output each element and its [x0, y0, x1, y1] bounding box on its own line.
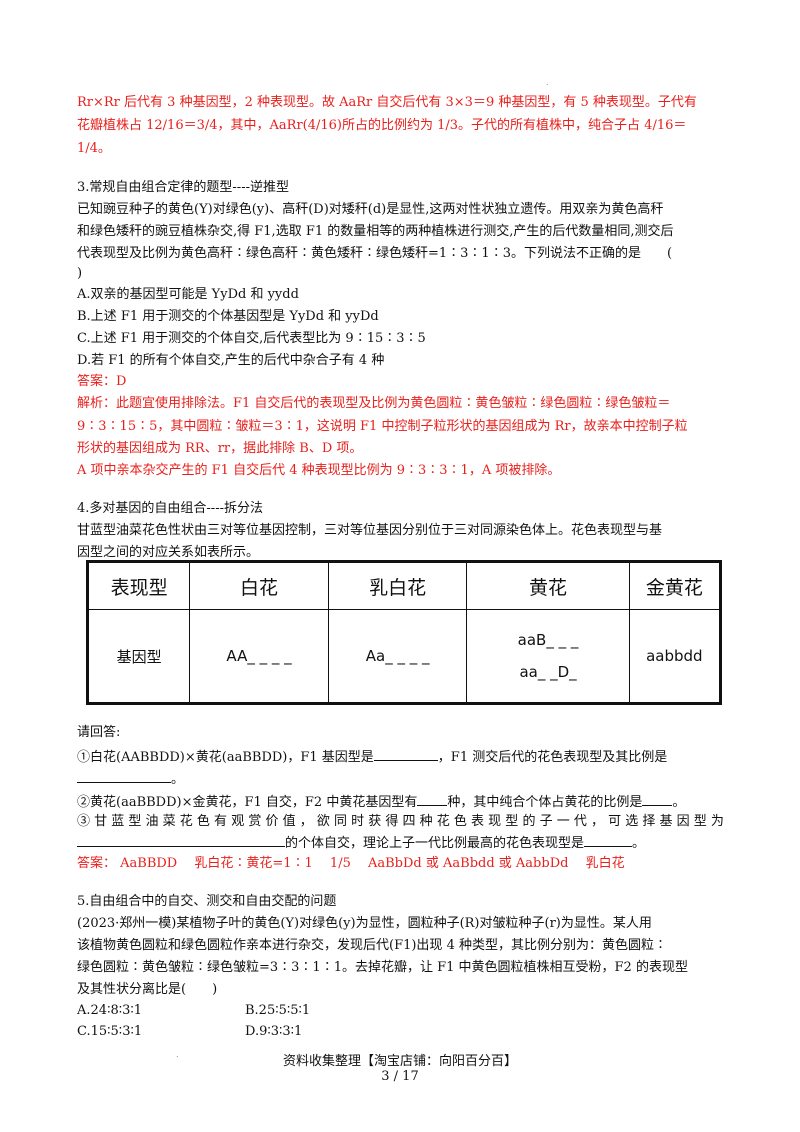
table-header-yellow: 黄花	[466, 561, 630, 610]
s3-para-4: )	[77, 266, 83, 281]
s4-q3-part-c: 。	[632, 836, 646, 851]
s3-explanation-2: 9∶3∶15∶5，其中圆粒∶皱粒＝3∶1，这说明 F1 中控制子粒形状的基因组成…	[77, 419, 688, 434]
answer-blank-3[interactable]	[417, 791, 448, 806]
page-number: 3 / 17	[381, 1069, 419, 1084]
genotype-table: 表现型 白花 乳白花 黄花 金黄花 基因型 AA_ _ _ _ Aa_ _ _ …	[86, 560, 722, 705]
stray-dot-top: .	[546, 78, 549, 87]
table-cell-golden: aabbdd	[628, 609, 722, 704]
s5-option-b: B.25∶5∶5∶1	[245, 1003, 311, 1018]
s4-para-1: 甘蓝型油菜花色性状由三对等位基因控制，三对等位基因分别位于三对同源染色体上。花色…	[77, 523, 663, 538]
answer-blank-4[interactable]	[642, 791, 673, 806]
s3-option-b: B.上述 F1 用于测交的个体基因型是 YyDd 和 yyDd	[77, 309, 379, 324]
table-cell-yellow: aaB_ _ _ aa_ _D_	[466, 609, 630, 704]
answer-blank-5[interactable]	[77, 832, 285, 847]
table-header-white: 白花	[189, 561, 329, 610]
s5-para-2: 该植物黄色圆粒和绿色圆粒作亲本进行杂交，发现后代(F1)出现 4 种类型，其比例…	[77, 938, 667, 953]
s3-explanation-3: 形状的基因组成为 RR、rr，据此排除 B、D 项。	[77, 441, 363, 456]
s4-ask: 请回答:	[77, 725, 121, 740]
s4-q2-part-c: 。	[672, 795, 686, 810]
intro-line-1: Rr×Rr 后代有 3 种基因型，2 种表现型。故 AaRr 自交后代有 3×3…	[77, 95, 697, 110]
s4-question-3: ③ 甘 蓝 型 油 菜 花 色 有 观 赏 价 值 ， 欲 同 时 获 得 四 …	[77, 814, 724, 829]
s5-para-1: (2023·郑州一模)某植物子叶的黄色(Y)对绿色(y)为显性，圆粒种子(R)对…	[77, 916, 652, 931]
s4-q3-part-b: 的个体自交，理论上子一代比例最高的花色表现型是	[285, 836, 585, 851]
s4-para-2: 因型之间的对应关系如表所示。	[77, 545, 260, 560]
table-row-genotype: 基因型 AA_ _ _ _ Aa_ _ _ _ aaB_ _ _ aa_ _D_…	[86, 609, 722, 704]
s3-option-c: C.上述 F1 用于测交的个体自交,后代表型比为 9∶15∶3∶5	[77, 331, 426, 346]
table-row-label: 基因型	[86, 609, 191, 704]
answer-blank-6[interactable]	[584, 832, 633, 847]
s3-option-d: D.若 F1 的所有个体自交,产生的后代中杂合子有 4 种	[77, 353, 385, 368]
section-3-title: 3.常规自由组合定律的题型----逆推型	[77, 180, 289, 195]
s4-question-1: ①白花(AABBDD)×黄花(aaBBDD)，F1 基因型是 ，F1 测交后代的花…	[77, 746, 667, 768]
section-5-title: 5.自由组合中的自交、测交和自由交配的问题	[77, 894, 337, 909]
s5-option-c: C.15∶5∶3∶1	[77, 1024, 143, 1039]
s5-para-4: 及其性状分离比是( )	[77, 982, 218, 997]
stray-dot-bottom: .	[176, 1050, 179, 1059]
s4-q1-part-a: ①白花(AABBDD)×黄花(aaBBDD)，F1 基因型是	[77, 750, 374, 765]
s4-question-3-cont: 的个体自交，理论上子一代比例最高的花色表现型是 。	[77, 832, 645, 854]
s3-option-a: A.双亲的基因型可能是 YyDd 和 yydd	[77, 287, 299, 302]
s5-option-a: A.24∶8∶3∶1	[77, 1003, 143, 1018]
s3-explanation-4: A 项中亲本杂交产生的 F1 自交后代 4 种表现型比例为 9∶3∶3∶1，A …	[77, 463, 561, 478]
table-header-milky: 乳白花	[327, 561, 468, 610]
table-cell-milky: Aa_ _ _ _	[327, 609, 468, 704]
s3-explanation-1: 解析：此题宜使用排除法。F1 自交后代的表现型及比例为黄色圆粒∶黄色皱粒∶绿色圆…	[77, 396, 671, 411]
s4-question-1-cont: 。	[77, 768, 184, 790]
s5-option-d: D.9∶3∶3∶1	[245, 1024, 303, 1039]
table-cell-yellow-1: aaB_ _ _	[517, 631, 579, 649]
s3-answer: 答案：D	[77, 374, 127, 389]
answer-blank-2[interactable]	[77, 768, 171, 783]
s4-q1-part-c: 。	[171, 772, 185, 787]
s5-para-3: 绿色圆粒∶黄色皱粒∶绿色皱粒=3∶3∶1∶1。去掉花瓣，让 F1 中黄色圆粒植株…	[77, 960, 688, 975]
section-4-title: 4.多对基因的自由组合----拆分法	[77, 501, 263, 516]
intro-line-2: 花瓣植株占 12/16＝3/4，其中，AaRr(4/16)所占的比例约为 1/3…	[77, 118, 687, 133]
footer-source: 资料收集整理【淘宝店铺：向阳百分百】	[282, 1054, 517, 1069]
table-header-phenotype: 表现型	[86, 561, 191, 610]
table-header-golden: 金黄花	[628, 561, 722, 610]
s4-q1-part-b: ，F1 测交后代的花色表现型及其比例是	[437, 750, 668, 765]
s3-para-2: 和绿色矮秆的豌豆植株杂交,得 F1,选取 F1 的数量相等的两种植株进行测交,产…	[77, 224, 674, 239]
table-header-row: 表现型 白花 乳白花 黄花 金黄花	[86, 561, 722, 610]
s3-para-3: 代表现型及比例为黄色高秆∶绿色高秆∶黄色矮秆∶绿色矮秆=1∶3∶1∶3。下列说法…	[77, 246, 673, 261]
table-cell-yellow-2: aa_ _D_	[519, 663, 577, 681]
s4-answer: 答案： AaBBDD 乳白花∶黄花=1∶1 1/5 AaBbDd 或 AaBbd…	[77, 856, 625, 871]
s4-question-2: ②黄花(aaBBDD)×金黄花，F1 自交，F2 中黄花基因型有 种，其中纯合个体…	[77, 791, 685, 813]
s3-para-1: 已知豌豆种子的黄色(Y)对绿色(y)、高秆(D)对矮秆(d)是显性,这两对性状独…	[77, 202, 664, 217]
s4-q2-part-a: ②黄花(aaBBDD)×金黄花，F1 自交，F2 中黄花基因型有	[77, 795, 418, 810]
s4-q2-part-b: 种，其中纯合个体占黄花的比例是	[447, 795, 643, 810]
answer-blank-1[interactable]	[373, 746, 438, 761]
table-cell-white: AA_ _ _ _	[189, 609, 329, 704]
intro-line-3: 1/4。	[77, 141, 111, 156]
